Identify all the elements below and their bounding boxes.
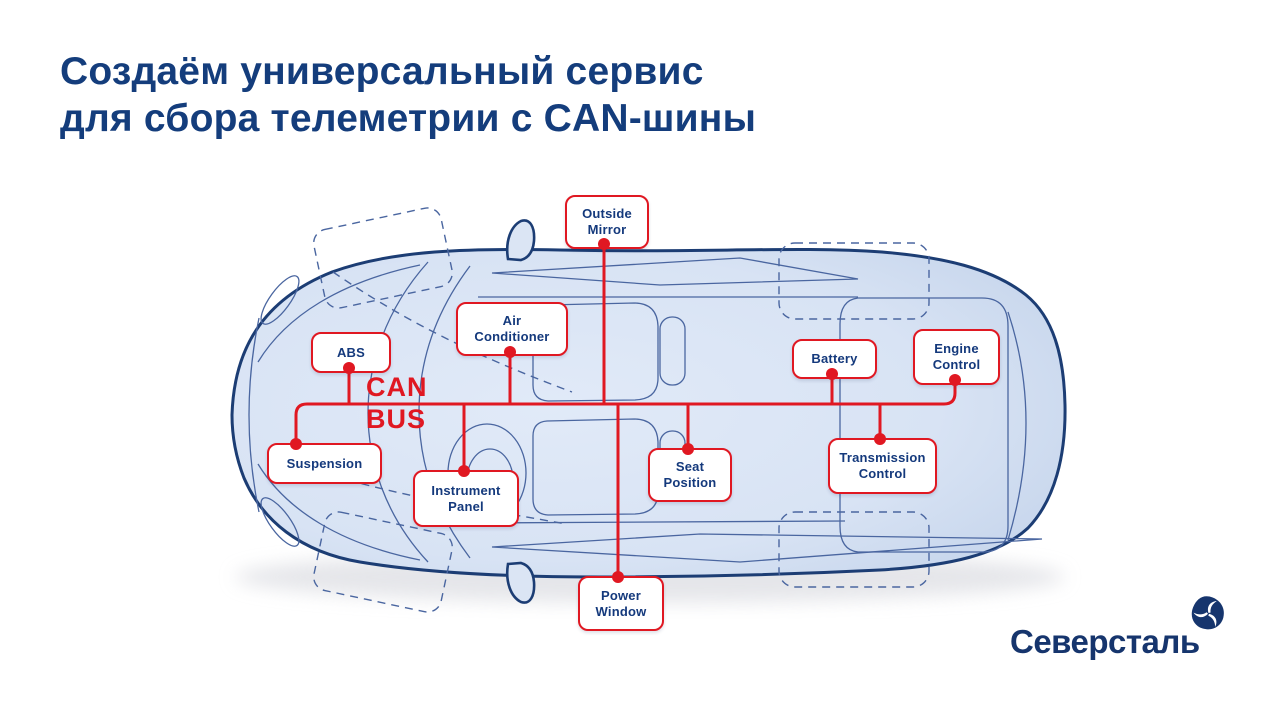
can-bus-line bbox=[294, 380, 957, 446]
node-seat-position: Seat Position bbox=[648, 448, 732, 502]
can-bus-label-can: CAN bbox=[366, 372, 428, 402]
node-battery: Battery bbox=[792, 339, 877, 379]
slide-title-line-1: Создаём универсальный сервис bbox=[60, 50, 704, 93]
side-mirror-top bbox=[505, 219, 536, 262]
severstal-logo: Северсталь bbox=[1010, 596, 1224, 671]
node-air-conditioner: Air Conditioner bbox=[456, 302, 568, 356]
node-transmission-control: Transmission Control bbox=[828, 438, 937, 494]
slide-title-line-2: для сбора телеметрии с CAN-шины bbox=[60, 97, 757, 140]
node-power-window: Power Window bbox=[578, 576, 664, 631]
node-engine-control: Engine Control bbox=[913, 329, 1000, 385]
severstal-pinwheel-icon bbox=[1191, 596, 1224, 630]
node-instrument-panel: Instrument Panel bbox=[413, 470, 519, 527]
can-bus-label-bus: BUS bbox=[366, 404, 427, 434]
slide-title: Создаём универсальный сервис для сбора т… bbox=[60, 48, 756, 142]
node-outside-mirror: Outside Mirror bbox=[565, 195, 649, 249]
node-suspension: Suspension bbox=[267, 443, 382, 484]
can-bus-network bbox=[294, 242, 957, 578]
side-mirror-bottom bbox=[505, 561, 536, 604]
node-abs: ABS bbox=[311, 332, 391, 373]
severstal-logo-text: Северсталь bbox=[1010, 623, 1200, 660]
